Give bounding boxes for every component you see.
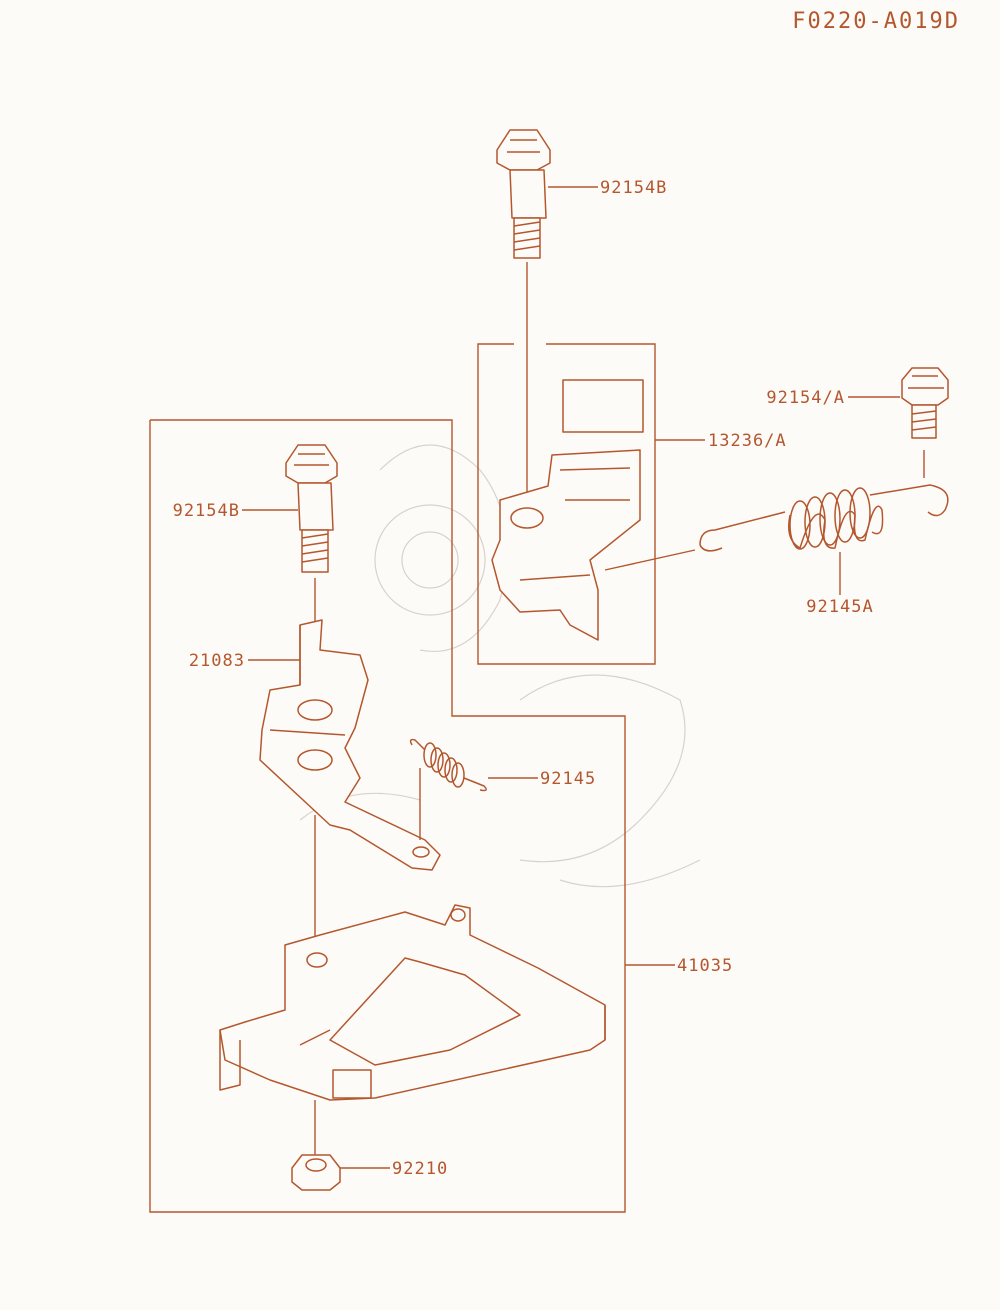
- label-92145a: 92145A: [806, 597, 873, 617]
- spring-92145a: [699, 484, 949, 552]
- label-41035: 41035: [677, 956, 733, 976]
- plate-assembly-box: [149, 419, 626, 1213]
- label-92210: 92210: [392, 1159, 448, 1179]
- label-92154b-left: 92154B: [173, 501, 240, 521]
- bracket-13236a: [491, 379, 644, 641]
- spring-92145: [409, 738, 487, 792]
- bolt-92154b-top: [496, 129, 551, 259]
- label-92154a: 92154/A: [766, 388, 845, 408]
- plate-41035: [219, 904, 606, 1101]
- label-13236a: 13236/A: [708, 431, 787, 451]
- bracket-assembly-box: [477, 343, 656, 665]
- diagram-code: F0220-A019D: [792, 9, 960, 34]
- bolt-92154b-left: [285, 444, 338, 573]
- label-92154b-top: 92154B: [600, 178, 667, 198]
- nut-92210: [291, 1154, 341, 1191]
- label-21083: 21083: [189, 651, 245, 671]
- label-92145: 92145: [540, 769, 596, 789]
- lever-21083: [259, 619, 441, 871]
- bolt-92154a: [901, 367, 949, 439]
